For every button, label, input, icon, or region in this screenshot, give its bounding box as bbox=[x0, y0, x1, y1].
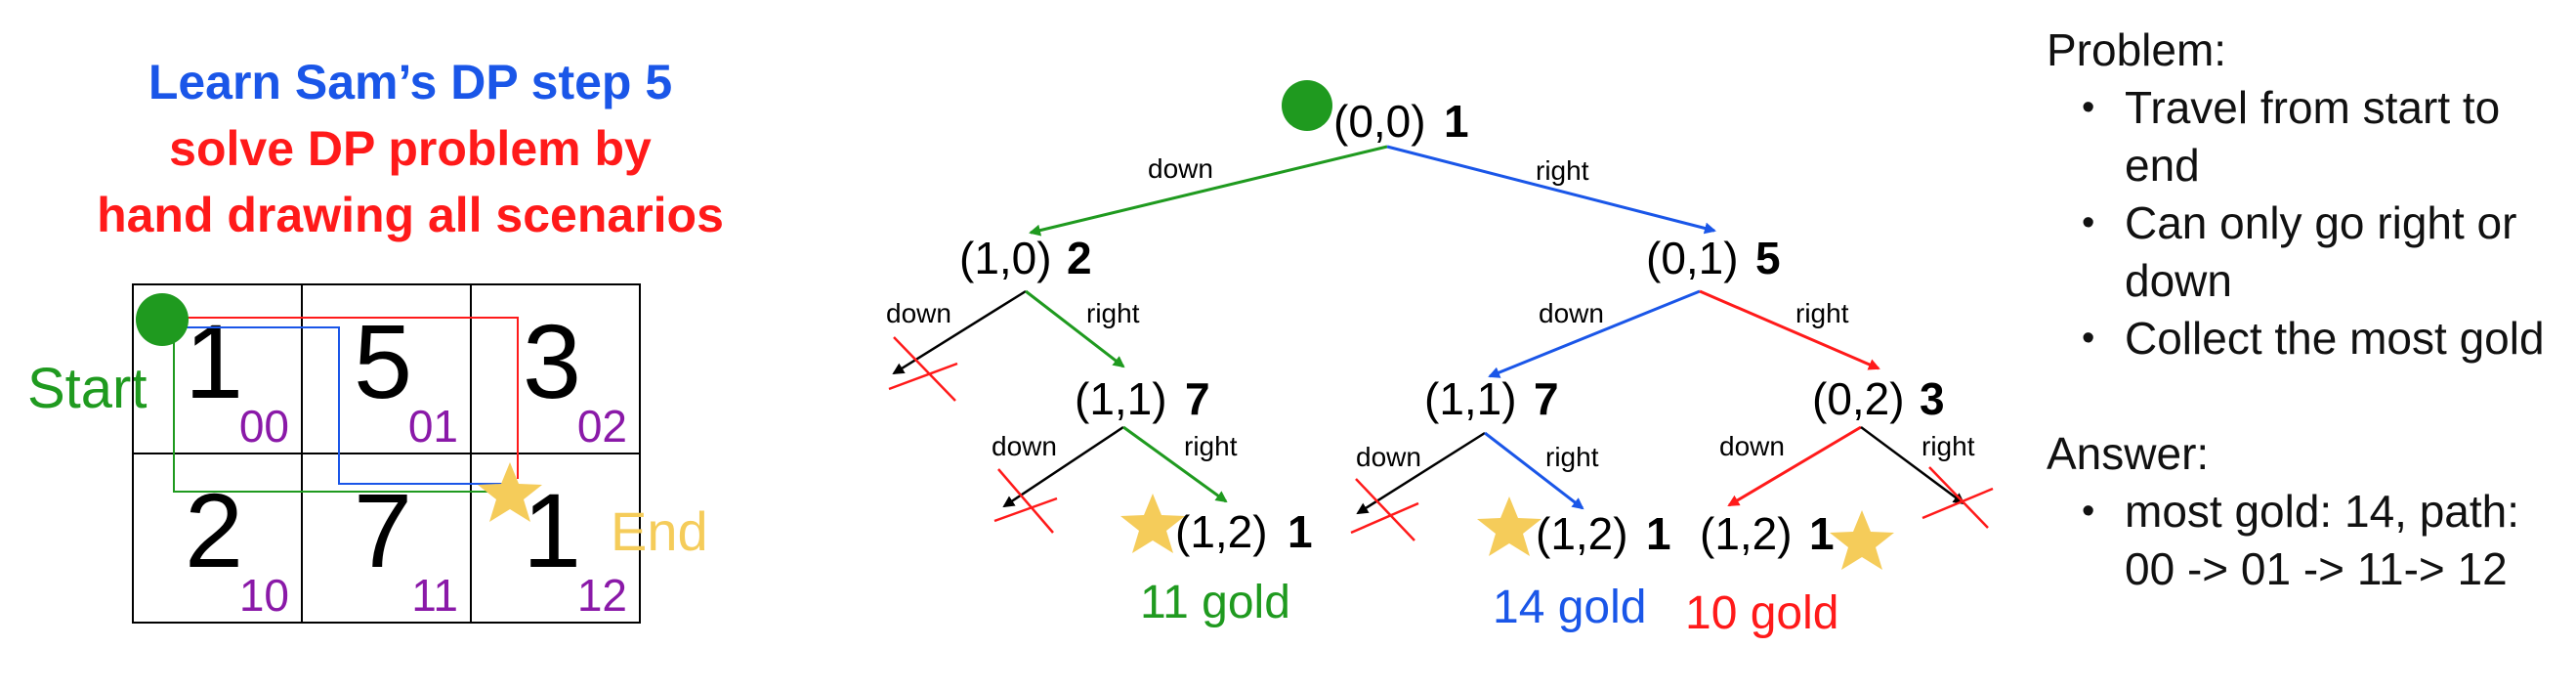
start-dot-icon bbox=[136, 293, 189, 346]
result-blue: 14 gold bbox=[1493, 582, 1646, 633]
edge-01-right bbox=[1699, 289, 1880, 370]
edge-label-down: down bbox=[1148, 153, 1213, 184]
edge-label-right: right bbox=[1921, 431, 1975, 461]
grid-cell-10: 2 10 bbox=[132, 453, 303, 624]
edge-label-down: down bbox=[886, 298, 951, 328]
cell-value: 1 bbox=[523, 471, 582, 589]
node-11b-gold: 7 bbox=[1534, 373, 1559, 424]
edge-label-right: right bbox=[1184, 431, 1238, 461]
node-11b-coord: (1,1) bbox=[1424, 373, 1517, 424]
grid-cell-12: 1 12 bbox=[470, 453, 641, 624]
answer-heading: Answer: bbox=[2047, 428, 2210, 479]
cell-index: 10 bbox=[238, 570, 289, 621]
edge-label-down: down bbox=[1356, 442, 1421, 472]
edge-label-down: down bbox=[1539, 298, 1604, 328]
problem-item: Collect the most gold bbox=[2082, 310, 2574, 367]
edge-label-right: right bbox=[1795, 298, 1849, 328]
cell-value: 5 bbox=[354, 302, 413, 420]
node-10-gold: 2 bbox=[1067, 233, 1092, 283]
cell-value: 7 bbox=[354, 471, 413, 589]
node-11a-coord: (1,1) bbox=[1075, 373, 1167, 424]
answer-list: most gold: 14, path: 00 -> 01 -> 11-> 12 bbox=[2047, 483, 2574, 598]
edge-10-right bbox=[1025, 289, 1125, 368]
node-01-coord: (0,1) bbox=[1646, 233, 1739, 283]
grid-cell-11: 7 11 bbox=[301, 453, 472, 624]
node-root-gold: 1 bbox=[1444, 96, 1469, 147]
end-label: End bbox=[611, 500, 708, 562]
cell-value: 2 bbox=[185, 471, 244, 589]
cell-value: 1 bbox=[185, 302, 244, 420]
problem-item: Travel from start to end bbox=[2082, 79, 2574, 194]
node-12c-coord: (1,2) bbox=[1700, 508, 1793, 559]
edge-label-down: down bbox=[992, 431, 1057, 461]
grid-path-red bbox=[166, 317, 519, 479]
end-star-icon bbox=[478, 462, 542, 522]
root-dot-icon bbox=[1282, 80, 1332, 131]
problem-item: Can only go right or down bbox=[2082, 194, 2574, 310]
result-green: 11 gold bbox=[1140, 577, 1290, 628]
node-root-coord: (0,0) bbox=[1333, 96, 1426, 147]
edge-root-down bbox=[1029, 145, 1388, 237]
node-11a-gold: 7 bbox=[1185, 373, 1210, 424]
start-label: Start bbox=[27, 357, 148, 420]
cell-index: 02 bbox=[576, 401, 627, 452]
cell-index: 00 bbox=[238, 401, 289, 452]
edge-label-down: down bbox=[1719, 431, 1785, 461]
edge-root-right bbox=[1386, 145, 1716, 235]
node-12a-gold: 1 bbox=[1288, 506, 1313, 557]
node-02-coord: (0,2) bbox=[1812, 373, 1905, 424]
edge-11b-down bbox=[1356, 431, 1486, 515]
dead-end-cross-icon bbox=[888, 336, 958, 402]
edge-11a-down bbox=[1002, 425, 1124, 508]
node-12b-gold: 1 bbox=[1646, 508, 1671, 559]
edge-01-down bbox=[1488, 289, 1701, 378]
edge-02-right bbox=[1860, 425, 1965, 505]
edge-11a-right bbox=[1122, 425, 1228, 503]
result-red: 10 gold bbox=[1685, 587, 1838, 639]
node-10-coord: (1,0) bbox=[959, 233, 1052, 283]
grid-cell-02: 3 02 bbox=[470, 283, 641, 454]
grid-path-green bbox=[166, 317, 506, 493]
node-02-gold: 3 bbox=[1920, 373, 1945, 424]
edge-02-down bbox=[1727, 425, 1862, 507]
title-line-3: hand drawing all scenarios bbox=[97, 188, 724, 242]
answer-item: most gold: 14, path: 00 -> 01 -> 11-> 12 bbox=[2082, 483, 2574, 598]
node-12b-coord: (1,2) bbox=[1536, 508, 1628, 559]
problem-panel: Problem: Travel from start to end Can on… bbox=[2047, 22, 2574, 598]
cell-index: 11 bbox=[411, 570, 458, 621]
problem-list: Travel from start to end Can only go rig… bbox=[2047, 79, 2574, 367]
dead-end-cross-icon bbox=[993, 468, 1058, 534]
gold-star-icon bbox=[1477, 497, 1541, 556]
dead-end-cross-icon bbox=[1921, 466, 1994, 529]
node-12a-coord: (1,2) bbox=[1175, 506, 1268, 557]
gold-star-icon bbox=[1830, 510, 1894, 570]
edge-11b-right bbox=[1484, 431, 1584, 510]
edge-label-right: right bbox=[1536, 155, 1589, 186]
dead-end-cross-icon bbox=[1350, 478, 1419, 541]
cell-index: 01 bbox=[407, 401, 458, 452]
gold-star-icon bbox=[1120, 494, 1185, 553]
cell-value: 3 bbox=[523, 302, 582, 420]
edge-label-right: right bbox=[1086, 298, 1140, 328]
node-12c-gold: 1 bbox=[1809, 508, 1835, 559]
cell-index: 12 bbox=[576, 570, 627, 621]
gold-grid: 1 00 5 01 3 02 2 10 7 11 1 12 bbox=[132, 283, 645, 626]
grid-path-blue bbox=[166, 326, 510, 485]
title-line-2: solve DP problem by bbox=[169, 121, 652, 176]
title-line-1: Learn Sam’s DP step 5 bbox=[148, 55, 673, 109]
edge-label-right: right bbox=[1545, 442, 1599, 472]
node-01-gold: 5 bbox=[1755, 233, 1781, 283]
problem-heading: Problem: bbox=[2047, 24, 2227, 75]
